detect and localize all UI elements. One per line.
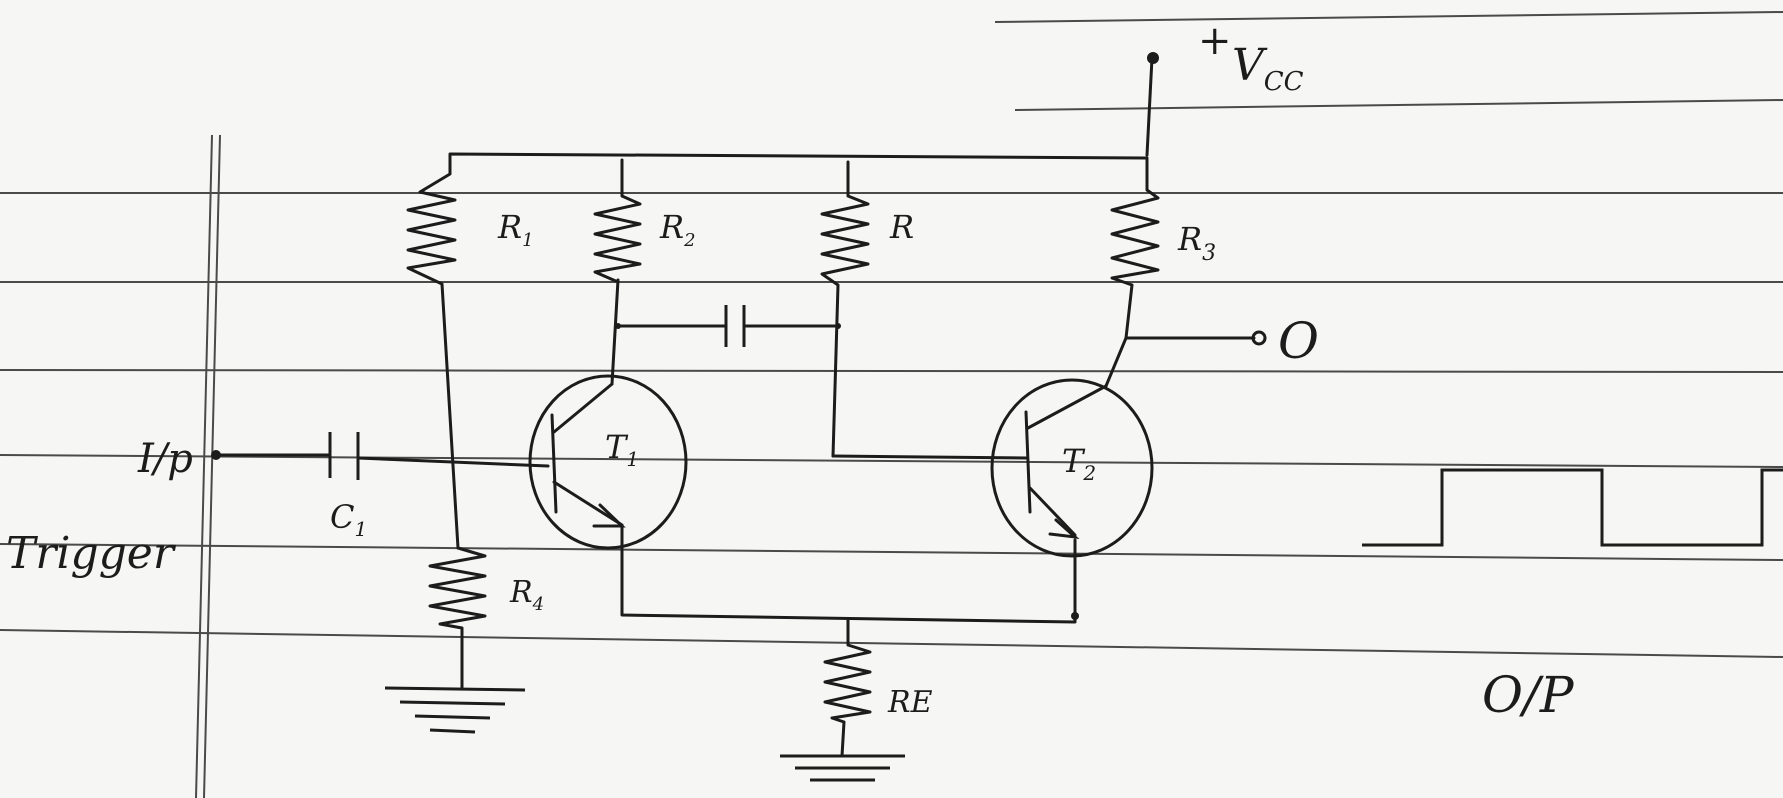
margin-line xyxy=(195,134,213,798)
vcc-plus-sign: + xyxy=(1198,18,1232,64)
r3-resistor-symbol xyxy=(1110,188,1160,287)
t2-collector-lead xyxy=(1026,384,1108,430)
t1-base-bar xyxy=(550,413,558,514)
output-waveform xyxy=(1362,468,1783,547)
r-label: R xyxy=(889,208,914,246)
input-terminal xyxy=(211,450,221,460)
emitter-common-wire xyxy=(620,538,1077,624)
resistors xyxy=(406,188,1160,724)
t1-label: T1 xyxy=(605,428,639,471)
divider-wire xyxy=(440,282,460,550)
vcc-feed-wire xyxy=(1145,56,1154,157)
t2-envelope xyxy=(990,378,1154,558)
t2-label: T2 xyxy=(1062,442,1096,485)
input-label: I/p xyxy=(137,436,193,482)
ground-icon xyxy=(384,686,526,734)
t1-envelope xyxy=(528,374,688,550)
ground-icon xyxy=(780,754,905,782)
vcc-label: VCC xyxy=(1232,40,1304,97)
ground-symbols xyxy=(384,686,905,782)
ruled-line xyxy=(0,369,1783,373)
re-resistor-symbol xyxy=(823,643,872,724)
t2-collector-wire xyxy=(1104,336,1128,388)
r3-label: R3 xyxy=(1177,220,1216,266)
r1-label: R1 xyxy=(497,208,534,251)
notebook-ruling xyxy=(0,11,1783,798)
ruled-line xyxy=(0,629,1783,658)
t2-emitter-arrow xyxy=(1048,518,1080,540)
trigger-label: Trigger xyxy=(6,528,177,579)
r2-label: R2 xyxy=(659,208,696,251)
margin-line xyxy=(203,134,221,798)
top-rail-wire xyxy=(418,152,1149,194)
c1-label: C1 xyxy=(330,498,367,541)
t1-collector-lead xyxy=(552,382,614,434)
r-to-base-wire xyxy=(831,283,840,458)
t1-collector-wire xyxy=(610,278,620,386)
junction-dot xyxy=(615,323,621,329)
t2-base-wire xyxy=(831,454,1028,460)
circuit-wires xyxy=(214,56,1256,758)
r1-resistor-symbol xyxy=(406,190,457,286)
transistor-t2 xyxy=(990,378,1154,558)
ruled-line xyxy=(1014,99,1783,111)
r2-resistor-symbol xyxy=(593,194,642,284)
transistor-t1 xyxy=(528,374,688,550)
vcc-subscript: CC xyxy=(1264,67,1304,97)
output-terminal[interactable] xyxy=(1251,330,1267,346)
output-waveform-label: O/P xyxy=(1482,666,1575,724)
junction-dot xyxy=(1071,612,1079,620)
junction-dot xyxy=(835,323,841,329)
re-ground-wire xyxy=(840,720,846,758)
r4-label: R4 xyxy=(509,575,544,615)
ruled-line xyxy=(994,11,1783,23)
junctions xyxy=(211,52,1267,620)
t2-emitter-lead xyxy=(1028,486,1077,537)
r4-resistor-symbol xyxy=(428,546,487,630)
capacitors xyxy=(328,305,746,480)
c1-to-base-wire xyxy=(356,456,550,468)
ruled-line xyxy=(0,543,1783,561)
labels: + VCC R1 R2 R R3 R4 RE T1 T2 C1 I/p Trig… xyxy=(6,18,1575,724)
output-node-label: O xyxy=(1278,312,1319,370)
re-label: RE xyxy=(887,685,933,720)
ruled-line xyxy=(0,454,1783,468)
r3-output-wire xyxy=(1124,283,1134,340)
r-resistor-symbol xyxy=(820,194,870,287)
vcc-terminal xyxy=(1147,52,1159,64)
t1-emitter-lead xyxy=(552,480,624,527)
vcc-letter: V xyxy=(1232,40,1268,91)
